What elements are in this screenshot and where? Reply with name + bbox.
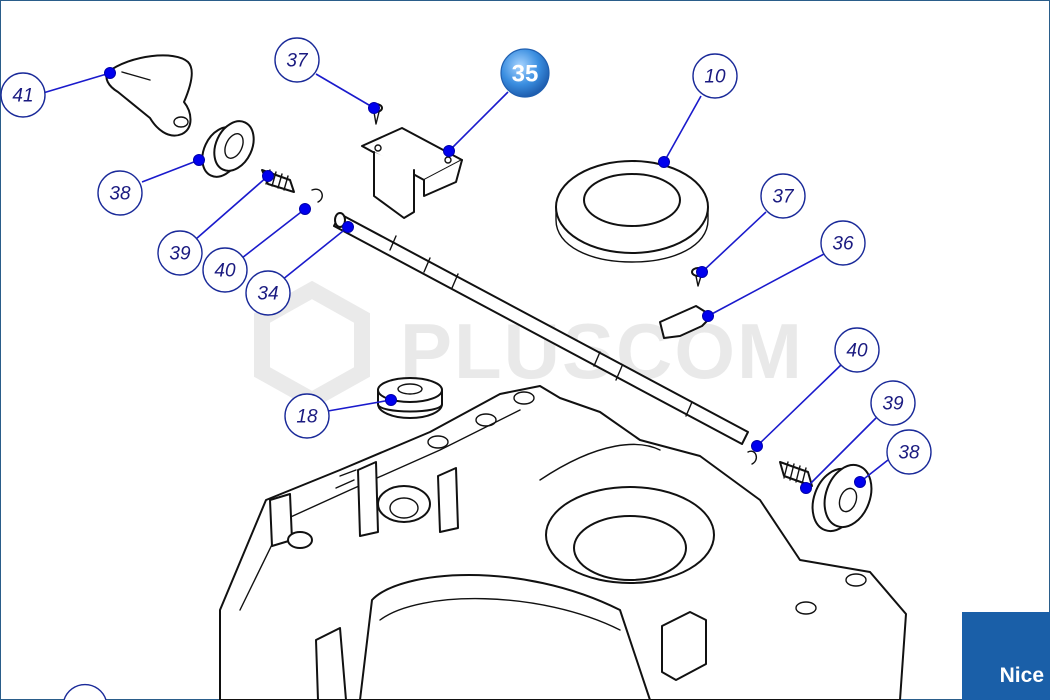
leader-34	[281, 221, 354, 281]
callout-40-left: 40	[202, 247, 248, 293]
callout-34: 34	[245, 270, 291, 316]
svg-text:10: 10	[704, 67, 726, 88]
leader-18	[327, 394, 397, 412]
callout-18: 18	[284, 393, 330, 439]
callout-35-highlighted: 35	[500, 48, 550, 98]
svg-text:18: 18	[296, 407, 318, 428]
svg-text:38: 38	[109, 184, 131, 205]
callout-41: 41	[0, 72, 46, 118]
svg-text:40: 40	[214, 261, 236, 282]
part-bracket-41	[105, 54, 193, 137]
part-shaft-34	[333, 212, 749, 445]
callout-40-right: 40	[834, 327, 880, 373]
nice-brand-logo: Nice	[962, 612, 1050, 700]
callout-10: 10	[692, 53, 738, 99]
part-clip-40-right	[747, 450, 758, 465]
svg-text:39: 39	[169, 244, 191, 265]
part-bearing-38-left	[201, 120, 255, 178]
svg-text:37: 37	[772, 187, 795, 208]
svg-text:40: 40	[846, 341, 868, 362]
callout-38-right: 38	[886, 429, 932, 475]
callout-38-left: 38	[97, 170, 143, 216]
leader-37-top	[315, 73, 380, 114]
logo-text: Nice	[999, 664, 1044, 687]
part-housing	[219, 385, 907, 700]
leader-39-left	[195, 170, 274, 240]
part-plate-35	[361, 127, 463, 219]
leader-35	[443, 91, 509, 157]
watermark: PLUSCOM	[254, 280, 804, 410]
leader-40-right	[751, 363, 843, 452]
part-spring-39-right	[779, 461, 813, 487]
leader-38-right	[854, 459, 889, 488]
svg-text:39: 39	[882, 394, 904, 415]
svg-text:38: 38	[898, 443, 920, 464]
part-latch-36	[659, 305, 713, 339]
callout-39-right: 39	[870, 380, 916, 426]
leader-37-right	[696, 211, 767, 278]
part-bearing-38-right	[811, 464, 873, 532]
leader-40-left	[241, 203, 311, 259]
callout-partial-bottom-left	[63, 683, 107, 700]
callout-36: 36	[820, 220, 866, 266]
leader-41	[42, 67, 116, 94]
callout-37-right: 37	[760, 173, 806, 219]
leader-39-right	[800, 417, 877, 494]
leader-38-left	[141, 154, 205, 183]
leader-36	[702, 253, 825, 322]
callout-39-left: 39	[157, 230, 203, 276]
svg-text:41: 41	[12, 86, 33, 107]
svg-text:35: 35	[512, 61, 539, 88]
svg-text:34: 34	[257, 284, 278, 305]
leader-10	[658, 95, 702, 168]
callout-37-top: 37	[274, 37, 320, 83]
svg-text:36: 36	[832, 234, 854, 255]
part-clip-40-left	[311, 188, 323, 203]
svg-text:37: 37	[286, 51, 309, 72]
watermark-text: PLUSCOM	[400, 307, 804, 395]
part-washer-10	[555, 160, 709, 263]
